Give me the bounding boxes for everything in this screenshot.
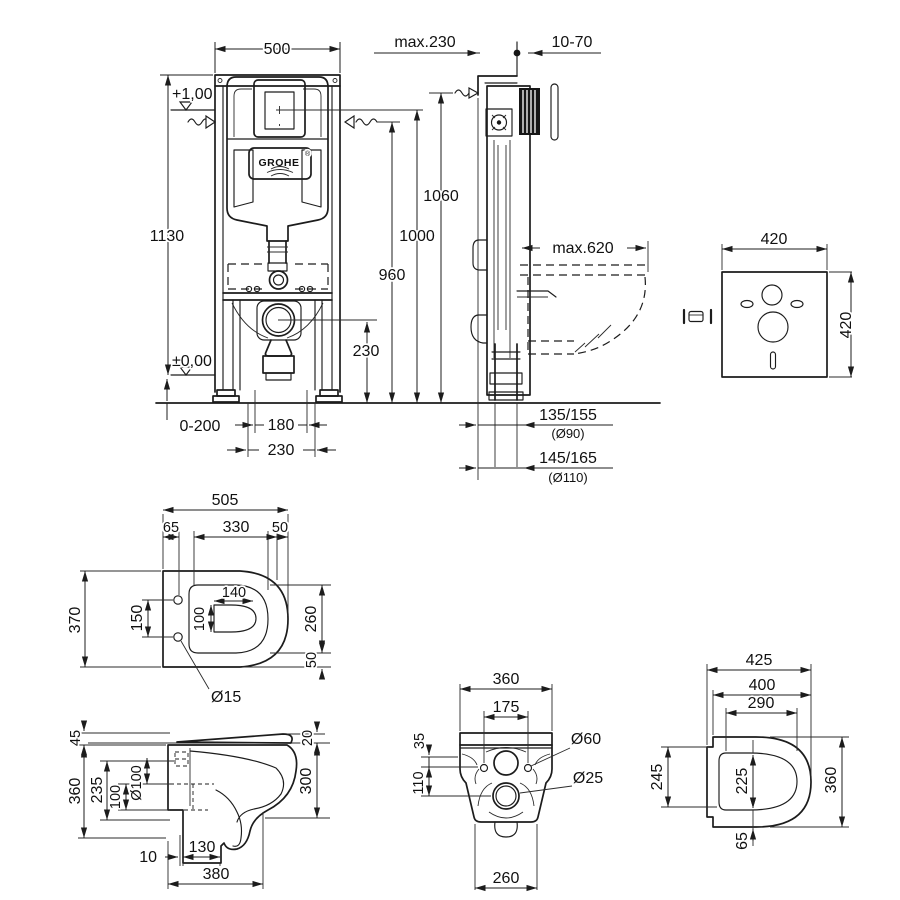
dim-10-label: 10	[139, 849, 157, 866]
dim-290-label: 290	[748, 695, 775, 712]
dim-140-label: 140	[222, 585, 246, 601]
dim-outlet90-dia-label: (Ø90)	[551, 426, 584, 441]
dim-1060-label: 1060	[423, 188, 459, 205]
flush-inlet	[493, 750, 519, 776]
bowl-rim-back	[459, 732, 553, 746]
water-connection-icon	[429, 87, 480, 99]
dim-245-label: 245	[649, 764, 666, 791]
fixing-bolt-icon	[682, 308, 713, 325]
fixing-bolt-detail	[485, 108, 513, 137]
dim-65-label: 65	[734, 832, 751, 850]
seat-top-view: 425 400 290 245 225 360 65	[647, 650, 849, 852]
dim-frame-height-label: 1130	[150, 228, 185, 245]
dim-960-label: 960	[379, 267, 406, 284]
dim-330-label: 330	[223, 519, 250, 536]
mounting-crossbar	[222, 292, 333, 301]
flush-plate-frame	[253, 79, 306, 138]
dim-150-label: 150	[129, 605, 146, 632]
water-connection-icon	[187, 114, 217, 130]
dim-360-label: 360	[67, 778, 84, 805]
dim-130-label: 130	[189, 839, 216, 856]
dim-35-label: 35	[412, 733, 428, 749]
bowl-top-view: Ø15 505 65 330 50 370 150 140 100 260 50	[65, 490, 331, 708]
dim-hole-dia-label: Ø15	[211, 689, 241, 706]
grohe-logo-text: GROHE	[258, 157, 299, 169]
actuator-plate	[550, 83, 559, 141]
dim-d25-label: Ø25	[573, 770, 603, 787]
frame-front-view: GROHE ® +1,00 ±0,00	[148, 39, 661, 461]
dim-505-label: 505	[212, 492, 239, 509]
bowl-side-view: 45 20 360 235 100 Ø100 300 10 130 380	[65, 720, 330, 889]
dim-1000-label: 1000	[399, 228, 435, 245]
dim-plate-width-label: 420	[761, 231, 788, 248]
seat-lid-profile	[176, 733, 293, 744]
dim-45-label: 45	[68, 730, 84, 746]
registered-mark: ®	[305, 150, 311, 158]
dim-outlet110-label: 145/165	[539, 450, 597, 467]
dim-reach-label: max.620	[552, 240, 613, 257]
dim-floor-range-label: 0-200	[180, 418, 221, 435]
level-marker-icon	[178, 366, 194, 376]
dim-depth-label: max.230	[394, 34, 455, 51]
sound-insulation-view: 420 420	[682, 229, 857, 378]
dim-260-label: 260	[493, 870, 520, 887]
dim-300-label: 300	[298, 768, 315, 795]
grohe-logo: GROHE ®	[248, 147, 313, 180]
seat-outline	[706, 736, 812, 828]
bowl-back-view: 360 175 35 110 Ø60 Ø25 260	[409, 669, 605, 892]
cistern-outline	[226, 76, 329, 242]
dim-outlet-inner-label: 180	[268, 417, 295, 434]
dim-425-label: 425	[746, 652, 773, 669]
dim-wall-label: 10-70	[552, 34, 593, 51]
dim-plate-height-label: 420	[838, 312, 855, 339]
dim-frame-width-label: 500	[264, 41, 291, 58]
dim-380-label: 380	[203, 866, 230, 883]
dim-175-label: 175	[493, 699, 520, 716]
dim-370-label: 370	[67, 607, 84, 634]
water-connection-icon	[343, 114, 400, 130]
dim-260-label: 260	[303, 606, 320, 633]
bowl-outline-side	[167, 744, 298, 864]
dim-50-top-label: 50	[272, 520, 288, 536]
frame-side-view: max.230 10-70 max.620 135/155 (Ø90) 145/…	[374, 32, 649, 487]
dim-360-label: 360	[493, 671, 520, 688]
drain-connection	[492, 782, 520, 810]
frame-top-rail	[214, 74, 341, 87]
dim-225-label: 225	[734, 768, 751, 795]
dim-100-label: 100	[108, 785, 124, 809]
level-top-label: +1,00	[172, 86, 213, 103]
dim-20-label: 20	[300, 730, 316, 746]
bowl-outline-top	[162, 570, 289, 668]
dim-360-label: 360	[823, 767, 840, 794]
dim-50-right-label: 50	[304, 652, 320, 668]
dim-235-label: 235	[89, 777, 106, 804]
dim-drain-height-label: 230	[353, 343, 380, 360]
level-floor-label: ±0,00	[172, 353, 212, 370]
dim-110-label: 110	[411, 771, 427, 794]
level-marker-icon	[178, 101, 194, 111]
dim-d100-label: Ø100	[129, 765, 145, 800]
bowl-outline-back	[459, 744, 553, 823]
dim-d60-label: Ø60	[571, 731, 601, 748]
sound-plate	[721, 271, 828, 378]
flush-housing-block	[519, 88, 540, 135]
dim-400-label: 400	[749, 677, 776, 694]
dim-100-label: 100	[192, 607, 208, 631]
dim-65-label: 65	[163, 520, 179, 536]
bowl-dashed-outline	[520, 264, 646, 355]
dim-outlet90-label: 135/155	[539, 407, 597, 424]
dim-outlet110-dia-label: (Ø110)	[548, 470, 588, 485]
dim-outlet-outer-label: 230	[268, 442, 295, 459]
